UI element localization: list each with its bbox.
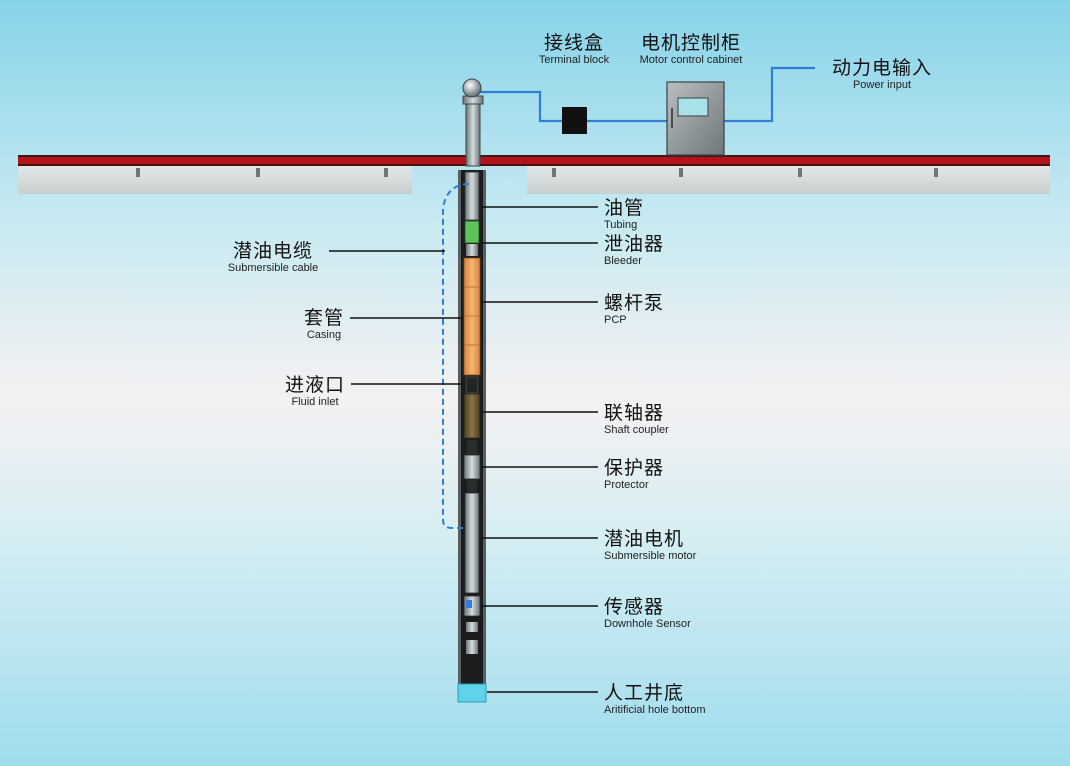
motor-control-cabinet [666, 81, 725, 156]
tubing-zh: 油管 [604, 197, 645, 219]
casing-zh: 套管 [303, 307, 345, 329]
cable-zh: 潜油电缆 [232, 240, 313, 262]
power-input-en: Power input [852, 79, 912, 91]
inlet-en: Fluid inlet [291, 396, 339, 408]
motor-control-cabinet-en: Motor control cabinet [639, 54, 743, 66]
bottom-en: Aritificial hole bottom [604, 704, 706, 716]
power-input-zh: 动力电输入 [831, 57, 933, 79]
terminal-block-label: 接线盒 Terminal block [539, 32, 609, 67]
coupler-en: Shaft coupler [604, 424, 669, 436]
label-shaft-coupler: 联轴器 Shaft coupler [604, 402, 669, 437]
protector-segment [463, 454, 481, 480]
motor-segment [464, 492, 480, 594]
inlet-zh: 进液口 [284, 374, 346, 396]
motor-zh: 潜油电机 [604, 528, 685, 550]
pcp-zh: 螺杆泵 [604, 292, 665, 314]
ground [18, 155, 1050, 194]
bleeder-zh: 泄油器 [604, 233, 665, 255]
protector-en: Protector [604, 479, 649, 491]
terminal-block-en: Terminal block [538, 54, 610, 66]
label-fluid-inlet: 进液口 Fluid inlet [285, 374, 345, 409]
casing-en: Casing [306, 329, 342, 341]
label-hole-bottom: 人工井底 Aritificial hole bottom [604, 682, 706, 717]
tubing-segment [464, 171, 480, 221]
label-bleeder: 泄油器 Bleeder [604, 233, 664, 268]
label-pcp: 螺杆泵 PCP [604, 292, 664, 327]
bottom-zh: 人工井底 [604, 682, 685, 704]
sensor-en: Downhole Sensor [604, 618, 691, 630]
label-tubing: 油管 Tubing [604, 197, 644, 232]
motor-control-cabinet-label: 电机控制柜 Motor control cabinet [640, 32, 743, 67]
hole-bottom [457, 683, 487, 703]
power-input-label: 动力电输入 Power input [832, 57, 932, 92]
surface-cable [480, 66, 815, 123]
downhole-string [457, 171, 487, 703]
label-submersible-cable: 潜油电缆 Submersible cable [228, 240, 319, 275]
label-downhole-sensor: 传感器 Downhole Sensor [604, 596, 691, 631]
label-casing: 套管 Casing [304, 307, 344, 342]
sensor-zh: 传感器 [604, 596, 665, 618]
tubing-en: Tubing [604, 219, 638, 231]
wellhead [462, 78, 484, 167]
coupler-zh: 联轴器 [604, 402, 665, 424]
coupler-segment [463, 393, 481, 439]
pcp-en: PCP [604, 314, 627, 326]
motor-control-cabinet-zh: 电机控制柜 [640, 32, 741, 54]
label-protector: 保护器 Protector [604, 457, 664, 492]
motor-en: Submersible motor [604, 550, 697, 562]
terminal-block-box [562, 107, 587, 134]
pcp-segment [463, 257, 481, 376]
submersible-cable-line [442, 183, 470, 529]
protector-zh: 保护器 [604, 457, 665, 479]
bleeder-en: Bleeder [604, 255, 642, 267]
leader-lines [329, 206, 598, 693]
label-submersible-motor: 潜油电机 Submersible motor [604, 528, 696, 563]
terminal-block-zh: 接线盒 [543, 32, 604, 54]
cable-en: Submersible cable [227, 262, 319, 274]
bleeder-segment [464, 220, 480, 244]
